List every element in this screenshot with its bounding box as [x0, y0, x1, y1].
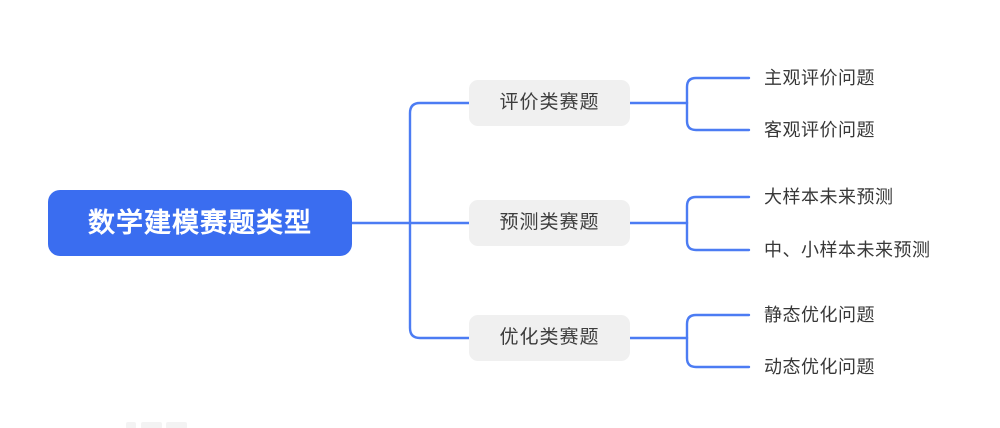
watermark-fragment: [166, 422, 187, 428]
root-node[interactable]: 数学建模赛题类型: [48, 190, 352, 256]
leaf-node-subjective-evaluation[interactable]: 主观评价问题: [764, 68, 875, 88]
leaf-node-objective-evaluation[interactable]: 客观评价问题: [764, 120, 875, 140]
watermark-fragment: [141, 422, 162, 428]
connector-root-to-branch-1: [408, 101, 471, 225]
watermark-fragment: [126, 422, 136, 428]
branch-node-prediction[interactable]: 预测类赛题: [469, 200, 630, 246]
connector-branch-2-leaf-2: [685, 221, 751, 252]
leaf-node-dynamic-optimization[interactable]: 动态优化问题: [764, 357, 875, 377]
leaf-node-large-sample-prediction[interactable]: 大样本未来预测: [764, 187, 894, 207]
connector-branch-1-leaf-2: [685, 101, 751, 132]
connector-branch-1-leaf-1: [685, 76, 751, 105]
leaf-node-small-sample-prediction[interactable]: 中、小样本未来预测: [764, 240, 931, 260]
connector-branch-3-leaf-1: [685, 313, 751, 340]
connector-branch-2-leaf-1: [685, 195, 751, 225]
branch-node-optimization[interactable]: 优化类赛题: [469, 315, 630, 361]
connector-root-to-branch-3: [408, 221, 471, 340]
connector-branch-3-leaf-2: [685, 336, 751, 369]
branch-node-evaluation[interactable]: 评价类赛题: [469, 80, 630, 126]
leaf-node-static-optimization[interactable]: 静态优化问题: [764, 305, 875, 325]
